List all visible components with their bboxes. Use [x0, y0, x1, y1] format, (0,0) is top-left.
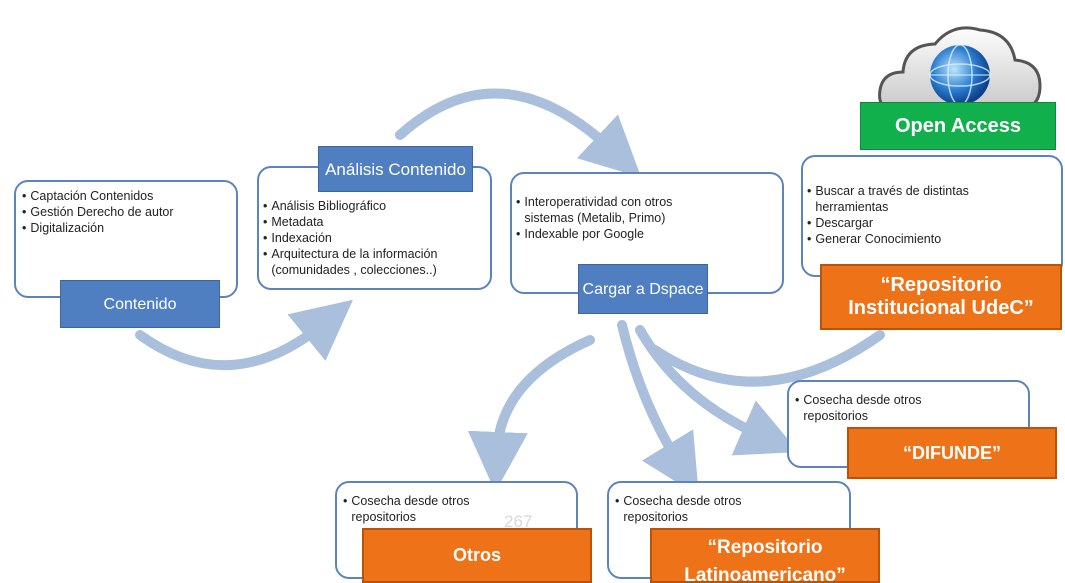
analisis-item: •Indexación [263, 231, 332, 245]
arrow-contenido-to-analisis [135, 299, 354, 371]
contenido-item: •Gestión Derecho de autor [22, 205, 174, 219]
contenido-card: •Captación Contenidos •Gestión Derecho d… [14, 180, 238, 298]
analisis-item: •Análisis Bibliográfico [263, 199, 387, 213]
difunde-label: “DIFUNDE” [847, 427, 1057, 479]
open-access-label: Open Access [860, 102, 1056, 150]
contenido-label: Contenido [60, 280, 220, 328]
analisis-item: •Arquitectura de la información (comunid… [263, 247, 438, 277]
difunde-item: •Cosecha desde otros repositorios [795, 393, 922, 423]
otros-label: Otros [362, 528, 592, 583]
repositorio-udec-label: “Repositorio Institucional UdeC” [820, 264, 1062, 330]
analisis-label: Análisis Contenido [318, 146, 473, 192]
arrow-dspace-to-difunde [635, 325, 799, 456]
dspace-item: •Indexable por Google [516, 227, 644, 241]
contenido-item: •Digitalización [22, 221, 105, 235]
arrow-dspace-to-latino [617, 320, 699, 497]
repositorio-udec-card: •Buscar a través de distintas herramient… [801, 155, 1063, 277]
latino-item: •Cosecha desde otros repositorios [615, 494, 742, 524]
arrow-analisis-to-dspace [395, 88, 642, 178]
cloud-globe-icon [878, 26, 1042, 112]
dspace-label: Cargar a Dspace [578, 264, 708, 314]
dspace-item: •Interoperatividad con otros sistemas (M… [516, 195, 673, 225]
latino-label: “Repositorio Latinoamericano” [650, 528, 880, 583]
udec-item: •Descargar [807, 216, 874, 230]
udec-item: •Buscar a través de distintas herramient… [807, 184, 969, 214]
arrow-dspace-to-udec [650, 330, 885, 387]
arrow-dspace-to-otros [467, 335, 595, 492]
udec-item: •Generar Conocimiento [807, 232, 942, 246]
contenido-item: •Captación Contenidos [22, 189, 154, 203]
page-number: 267 [504, 512, 533, 531]
analisis-item: •Metadata [263, 215, 324, 229]
otros-item: •Cosecha desde otros repositorios [343, 494, 470, 524]
